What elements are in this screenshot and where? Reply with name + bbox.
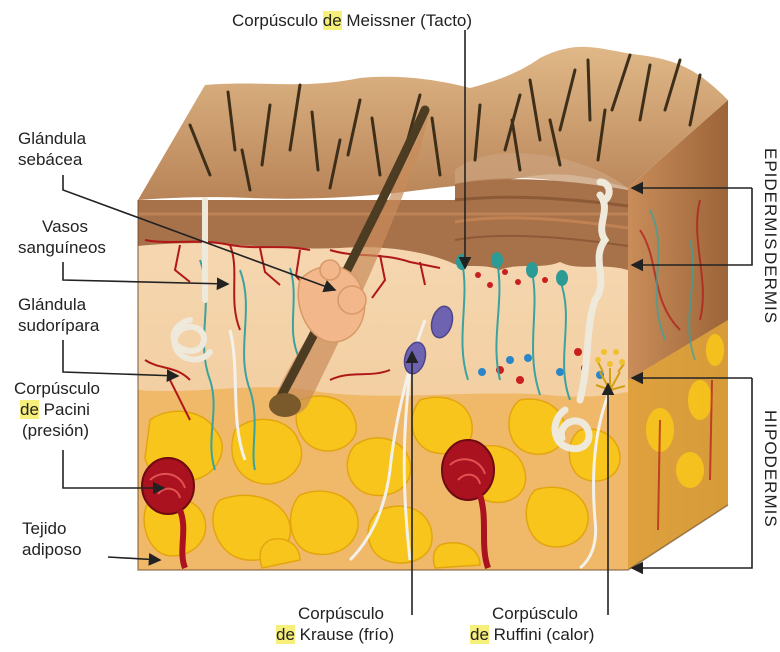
- meissner-rest-text: Meissner (Tacto): [346, 11, 472, 30]
- label-ruffini: Corpúsculo de Ruffini (calor): [478, 603, 594, 645]
- sudoripara-line2: sudorípara: [18, 315, 99, 336]
- meissner-de-text: de: [323, 11, 342, 30]
- pacini-line1: Corpúsculo: [14, 378, 100, 399]
- ruffini-de-text: de: [470, 625, 489, 644]
- label-vasos: Vasos sanguíneos: [18, 216, 106, 258]
- label-meissner: Corpúsculo de Meissner (Tacto): [232, 10, 472, 31]
- adiposo-line1: Tejido: [22, 518, 82, 539]
- krause-line1: Corpúsculo: [292, 603, 394, 624]
- pacini-line3: (presión): [14, 420, 100, 441]
- ruffini-line1: Corpúsculo: [478, 603, 594, 624]
- sudoripara-line1: Glándula: [18, 294, 99, 315]
- layer-label-epidermis: EPIDERMIS: [760, 148, 780, 251]
- layer-label-dermis: DERMIS: [760, 252, 780, 324]
- pacini-line2: de Pacini: [14, 399, 100, 420]
- pacini-de-text: de: [20, 400, 39, 419]
- label-pacini: Corpúsculo de Pacini (presión): [14, 378, 100, 441]
- label-sudoripara: Glándula sudorípara: [18, 294, 99, 336]
- label-adiposo: Tejido adiposo: [22, 518, 82, 560]
- krause-de-text: de: [276, 625, 295, 644]
- label-krause: Corpúsculo de Krause (frío): [292, 603, 394, 645]
- adiposo-line2: adiposo: [22, 539, 82, 560]
- meissner-name-text: Corpúsculo: [232, 11, 318, 30]
- ruffini-line2: de Ruffini (calor): [470, 624, 594, 645]
- sebacea-line1: Glándula: [18, 128, 86, 149]
- krause-line2: de Krause (frío): [276, 624, 394, 645]
- layer-label-hipodermis: HIPODERMIS: [760, 410, 780, 528]
- label-sebacea: Glándula sebácea: [18, 128, 86, 170]
- sebacea-line2: sebácea: [18, 149, 86, 170]
- vasos-line1: Vasos: [18, 216, 106, 237]
- pacini-name-text: Pacini: [44, 400, 90, 419]
- vasos-line2: sanguíneos: [18, 237, 106, 258]
- ruffini-name-text: Ruffini (calor): [494, 625, 595, 644]
- krause-name-text: Krause (frío): [300, 625, 394, 644]
